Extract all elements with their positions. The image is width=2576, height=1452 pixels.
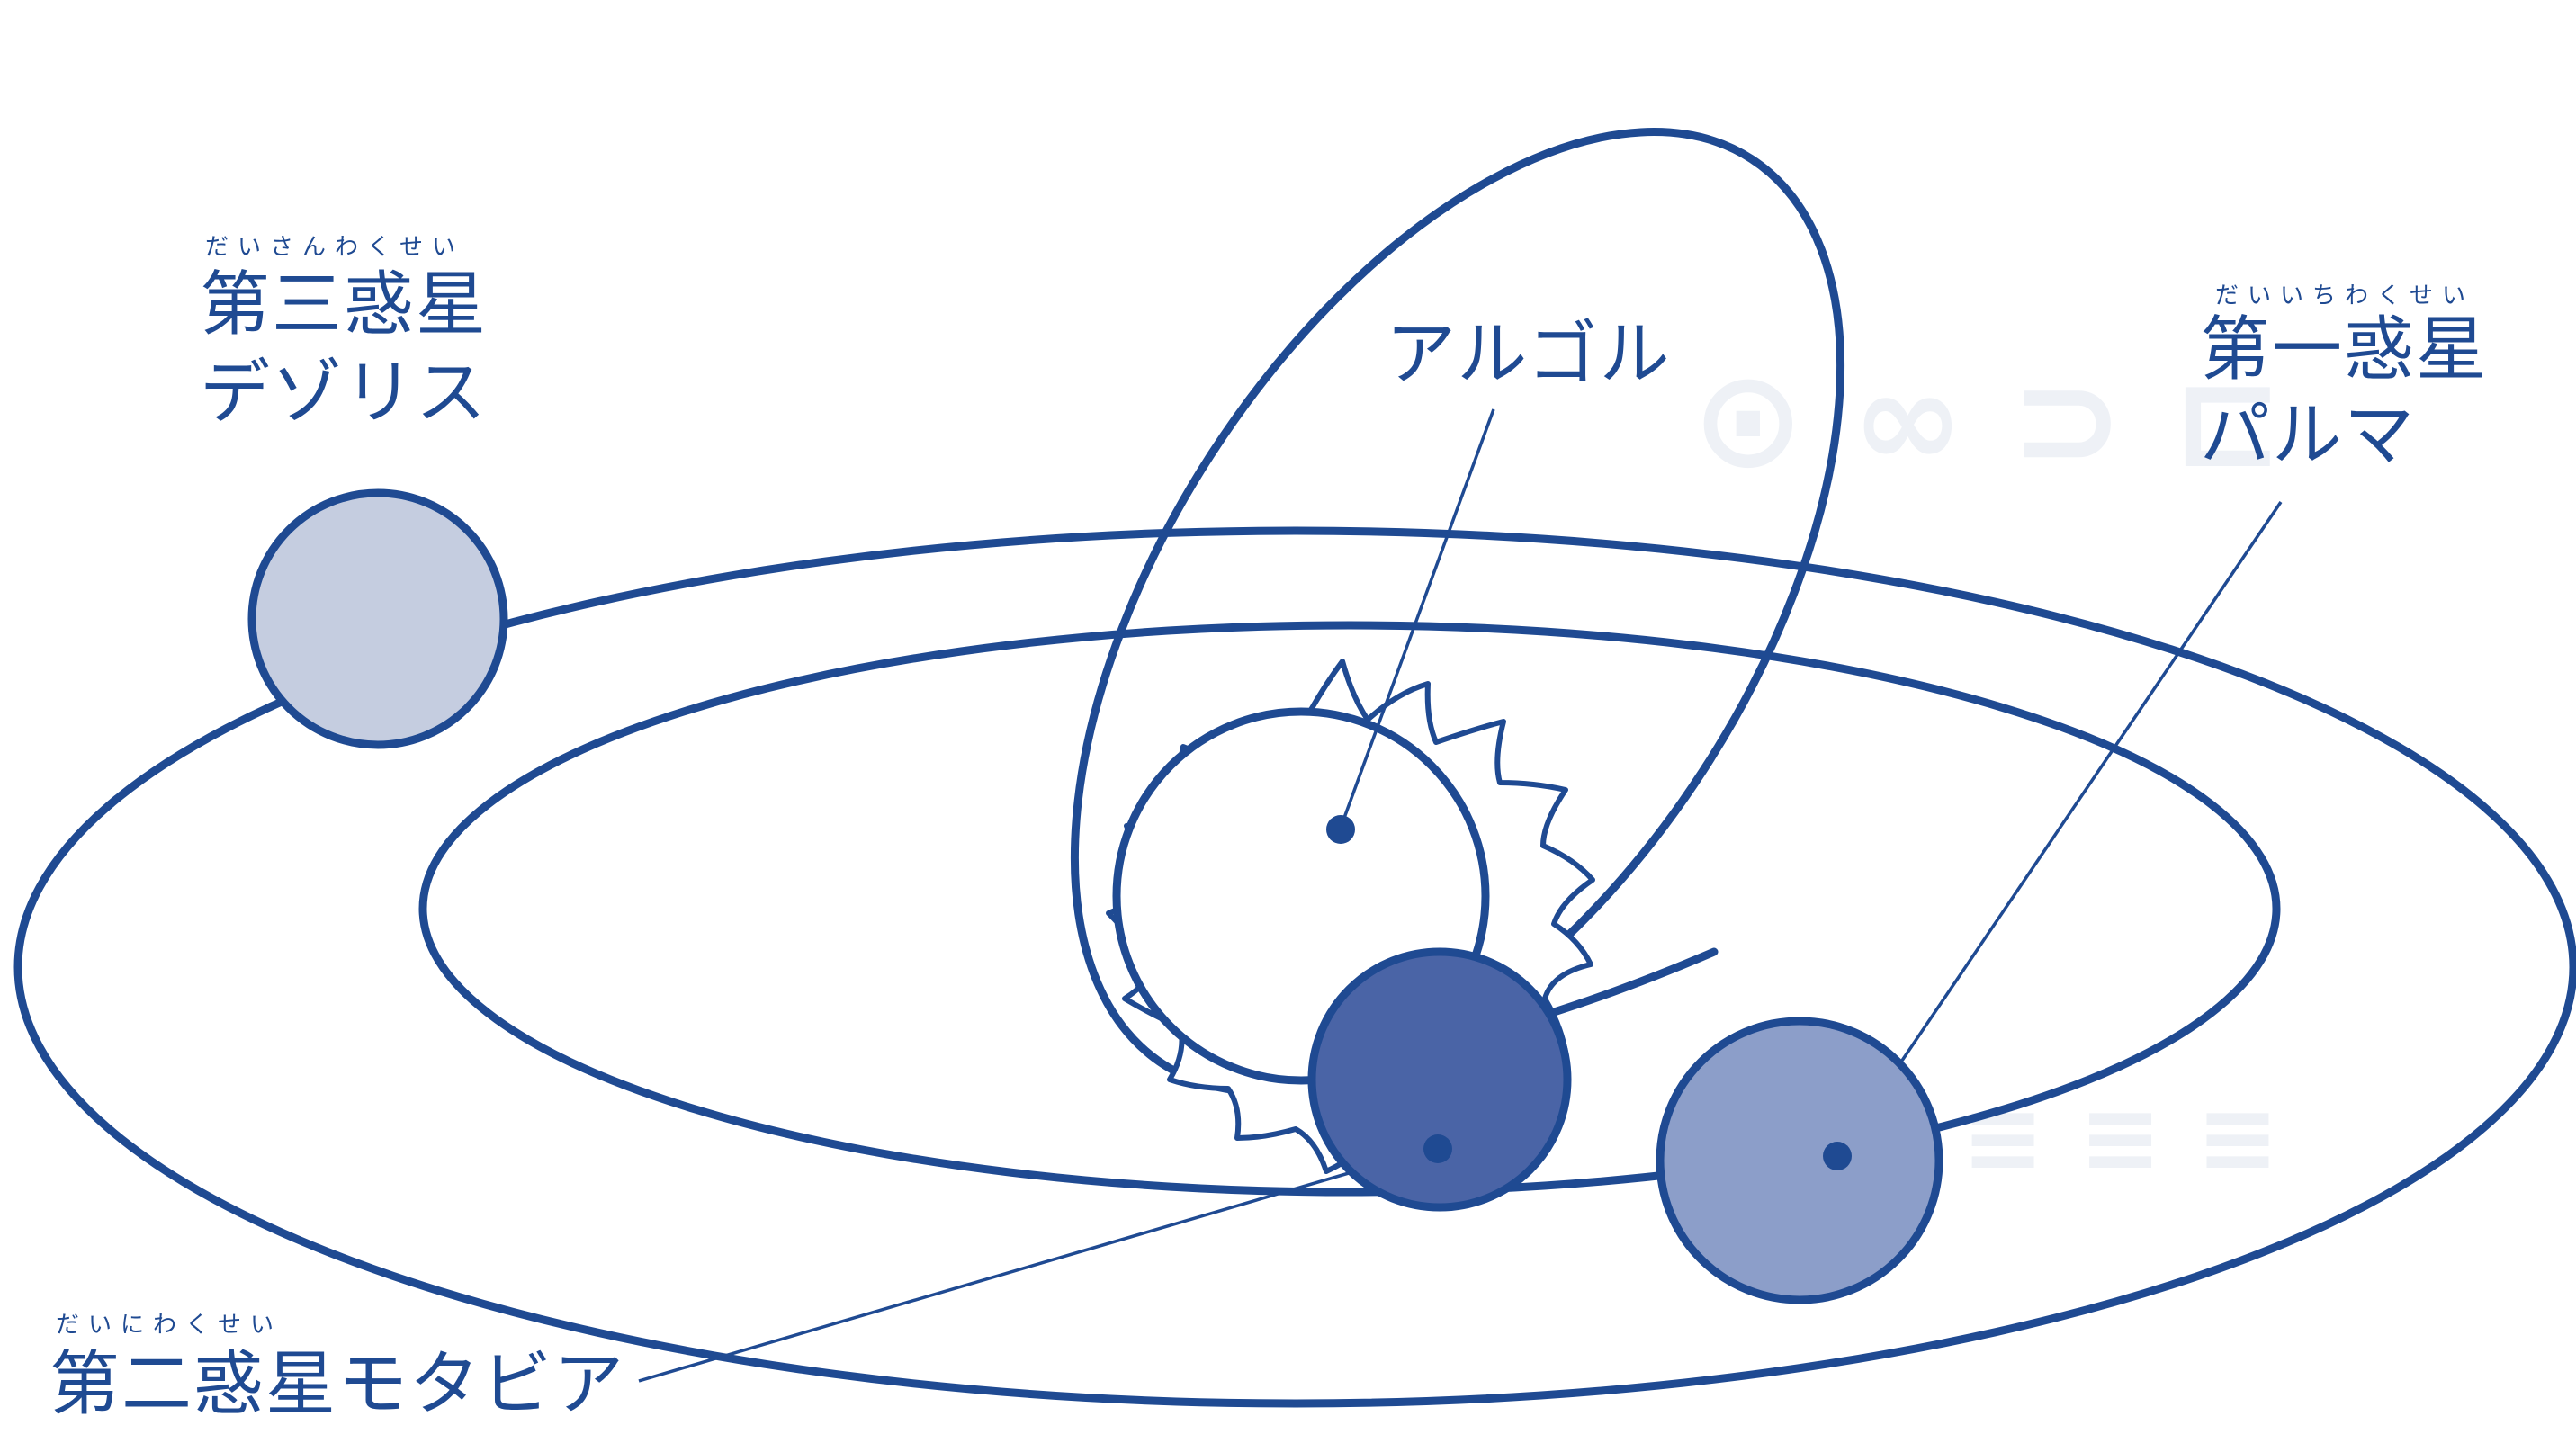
planet3-kanji: 第三惑星 — [200, 270, 488, 340]
planet-dezoris — [252, 493, 504, 745]
planet1-marker-dot — [1823, 1142, 1852, 1170]
star-name: アルゴル — [1386, 319, 1672, 390]
planet2-name: 第二惑星モタビア — [49, 1349, 625, 1420]
planet3-ruby: だいさんわくせい — [205, 236, 464, 259]
planet-motavia — [1312, 952, 1567, 1207]
planet2-marker-dot — [1423, 1134, 1452, 1163]
planet-palma — [1660, 1021, 1939, 1300]
star-marker-dot — [1326, 815, 1355, 844]
planet1-name: パルマ — [2200, 400, 2416, 471]
leader-line-planet1 — [1837, 502, 2281, 1156]
planet1-kanji: 第一惑星 — [2200, 315, 2488, 385]
planet2-ruby: だいにわくせい — [56, 1313, 283, 1337]
planet3-name: デゾリス — [200, 358, 488, 428]
planet1-ruby: だいいちわくせい — [2215, 284, 2474, 308]
leader-line-planet2 — [639, 1147, 1438, 1381]
